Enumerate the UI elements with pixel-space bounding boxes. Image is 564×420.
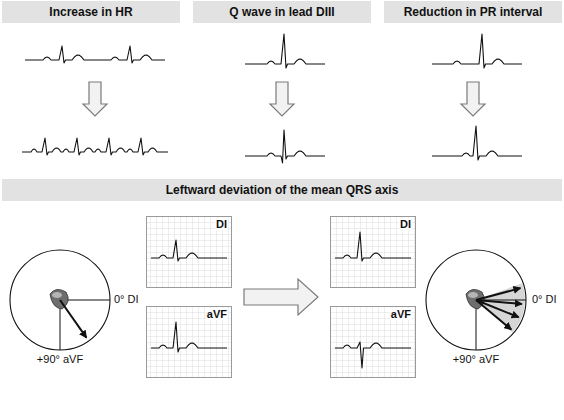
ecg-trace	[25, 46, 165, 63]
header-band: Increase in HR	[2, 1, 180, 23]
ecg-trace	[151, 240, 227, 261]
ecg-grid: aVF	[330, 306, 416, 378]
transition-arrow	[83, 82, 107, 116]
axis-label: 0° DI	[113, 293, 140, 305]
axis-vector	[476, 300, 519, 317]
axis-vector	[476, 288, 520, 300]
hexaxial-circle	[10, 250, 110, 350]
ecg-grid: DI	[146, 216, 232, 288]
axis-vector	[60, 300, 86, 338]
grid-paper	[146, 306, 232, 378]
ecg-grid: aVF	[146, 306, 232, 378]
ecg-trace	[432, 34, 522, 68]
heart-icon	[50, 289, 68, 309]
band-heading: Increase in HR	[49, 5, 132, 19]
axis-vector	[476, 300, 511, 330]
ecg-trace	[335, 232, 411, 261]
axis-label: 0° DI	[531, 293, 558, 305]
hexaxial-circle	[426, 250, 526, 350]
ecg-trace	[245, 34, 325, 68]
band-heading: Leftward deviation of the mean QRS axis	[166, 183, 399, 197]
lead-label: DI	[399, 218, 412, 230]
lead-label: aVF	[206, 308, 228, 320]
ecg-trace	[335, 342, 411, 368]
lead-label: aVF	[390, 308, 412, 320]
header-band: Leftward deviation of the mean QRS axis	[2, 179, 562, 201]
axis-label: +90° aVF	[452, 353, 500, 365]
transition-arrow	[461, 82, 485, 116]
heart-highlight	[52, 292, 62, 298]
grid-paper	[330, 306, 416, 378]
axis-sector	[476, 283, 525, 333]
ecg-grid: DI	[330, 216, 416, 288]
band-heading: Reduction in PR interval	[404, 5, 543, 19]
heart-highlight	[468, 292, 478, 298]
ecg-trace	[22, 138, 168, 155]
lead-label: DI	[215, 218, 228, 230]
axis-label: +90° aVF	[36, 353, 84, 365]
ecg-trace	[151, 322, 227, 352]
transition-arrow	[270, 82, 294, 116]
header-band: Reduction in PR interval	[384, 1, 562, 23]
transition-arrow	[244, 279, 318, 315]
axis-circle	[426, 250, 526, 350]
ecg-trace	[432, 126, 522, 160]
ecg-trace	[245, 130, 325, 163]
header-band: Q wave in lead DIII	[193, 1, 371, 23]
axis-circle	[10, 250, 110, 350]
grid-paper	[330, 216, 416, 288]
grid-paper	[146, 216, 232, 288]
band-heading: Q wave in lead DIII	[229, 5, 334, 19]
